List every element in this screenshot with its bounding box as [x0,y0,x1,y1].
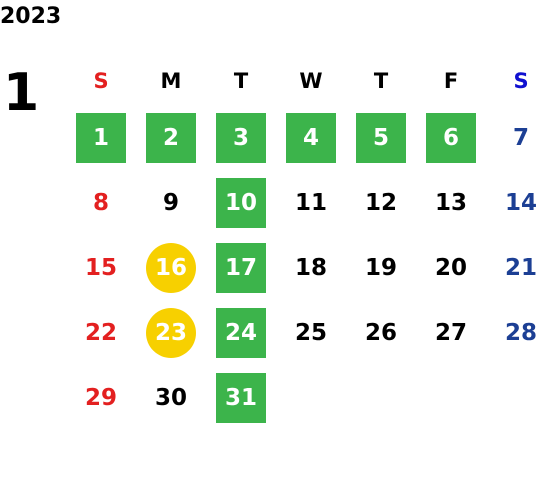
day-cell[interactable]: 24 [206,301,276,366]
day-number: 28 [504,320,537,346]
day-number: 26 [364,320,397,346]
day-cell[interactable]: 11 [276,171,346,236]
day-number: 20 [434,255,467,281]
day-cell[interactable]: 22 [66,301,136,366]
closed-day-marker [216,178,266,228]
day-cell[interactable]: 6 [416,106,486,171]
day-cell[interactable]: 4 [276,106,346,171]
weekday-header: M [160,69,182,93]
weekday-header: F [443,69,459,93]
day-number: 17 [224,255,257,281]
day-number: 9 [162,190,179,216]
day-number: 22 [84,320,117,346]
day-cell[interactable]: 10 [206,171,276,236]
closed-day-marker [356,113,406,163]
calendar-month: 1 [3,63,40,123]
day-number: 19 [364,255,397,281]
closed-day-marker [76,113,126,163]
day-cell[interactable]: 25 [276,301,346,366]
day-cell[interactable]: 7 [486,106,548,171]
weekday-header: S [513,69,529,93]
special-day-marker [146,243,196,293]
weekday-header: T [373,69,389,93]
closed-day-marker [286,113,336,163]
day-number: 27 [434,320,467,346]
weekday-header: T [233,69,249,93]
day-cell[interactable]: 19 [346,236,416,301]
day-cell[interactable]: 23 [136,301,206,366]
day-number: 23 [154,320,187,346]
closed-day-marker [146,113,196,163]
day-cell[interactable]: 31 [206,366,276,431]
day-number: 21 [504,255,537,281]
closed-day-marker [216,308,266,358]
day-number: 18 [294,255,327,281]
day-number: 3 [232,125,249,151]
day-number: 29 [84,385,117,411]
closed-day-marker [216,373,266,423]
day-cell[interactable]: 9 [136,171,206,236]
day-cell[interactable]: 8 [66,171,136,236]
day-number: 24 [224,320,257,346]
day-cell[interactable]: 13 [416,171,486,236]
day-cell[interactable]: 1 [66,106,136,171]
day-cell[interactable]: 20 [416,236,486,301]
day-cell[interactable]: 5 [346,106,416,171]
day-number: 31 [224,385,257,411]
weekday-header: S [93,69,109,93]
day-cell[interactable]: 2 [136,106,206,171]
day-number: 6 [442,125,459,151]
day-number: 10 [224,190,257,216]
day-number: 2 [162,125,179,151]
day-cell[interactable]: 27 [416,301,486,366]
day-cell[interactable]: 18 [276,236,346,301]
day-number: 25 [294,320,327,346]
day-cell[interactable]: 3 [206,106,276,171]
day-number: 14 [504,190,537,216]
day-cell[interactable]: 17 [206,236,276,301]
day-number: 1 [92,125,109,151]
day-cell[interactable]: 26 [346,301,416,366]
day-cell[interactable]: 12 [346,171,416,236]
day-cell[interactable]: 21 [486,236,548,301]
day-number: 12 [364,190,397,216]
day-number: 4 [302,125,319,151]
day-number: 7 [512,125,529,151]
closed-day-marker [216,113,266,163]
day-number: 16 [154,255,187,281]
day-number: 8 [92,190,109,216]
calendar-year: 2023 [0,4,62,29]
day-cell[interactable]: 16 [136,236,206,301]
day-cell[interactable]: 29 [66,366,136,431]
weekday-header: W [299,69,323,93]
day-number: 30 [154,385,187,411]
day-cell[interactable]: 14 [486,171,548,236]
special-day-marker [146,308,196,358]
day-number: 13 [434,190,467,216]
day-number: 5 [372,125,389,151]
closed-day-marker [216,243,266,293]
day-cell[interactable]: 30 [136,366,206,431]
day-number: 11 [294,190,327,216]
day-cell[interactable]: 28 [486,301,548,366]
day-number: 15 [84,255,117,281]
day-cell[interactable]: 15 [66,236,136,301]
closed-day-marker [426,113,476,163]
